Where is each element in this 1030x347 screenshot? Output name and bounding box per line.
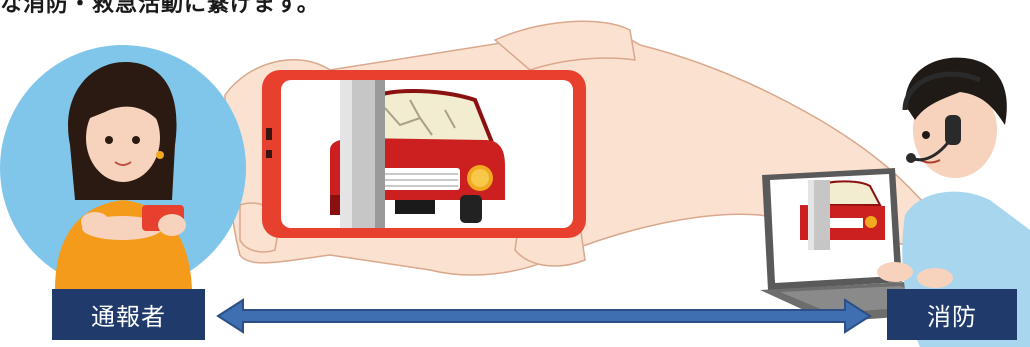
reporter-illustration (0, 45, 246, 291)
double-arrow-icon (218, 300, 870, 332)
fire-department-label: 消防 (887, 289, 1017, 340)
caller-label: 通報者 (52, 289, 205, 340)
